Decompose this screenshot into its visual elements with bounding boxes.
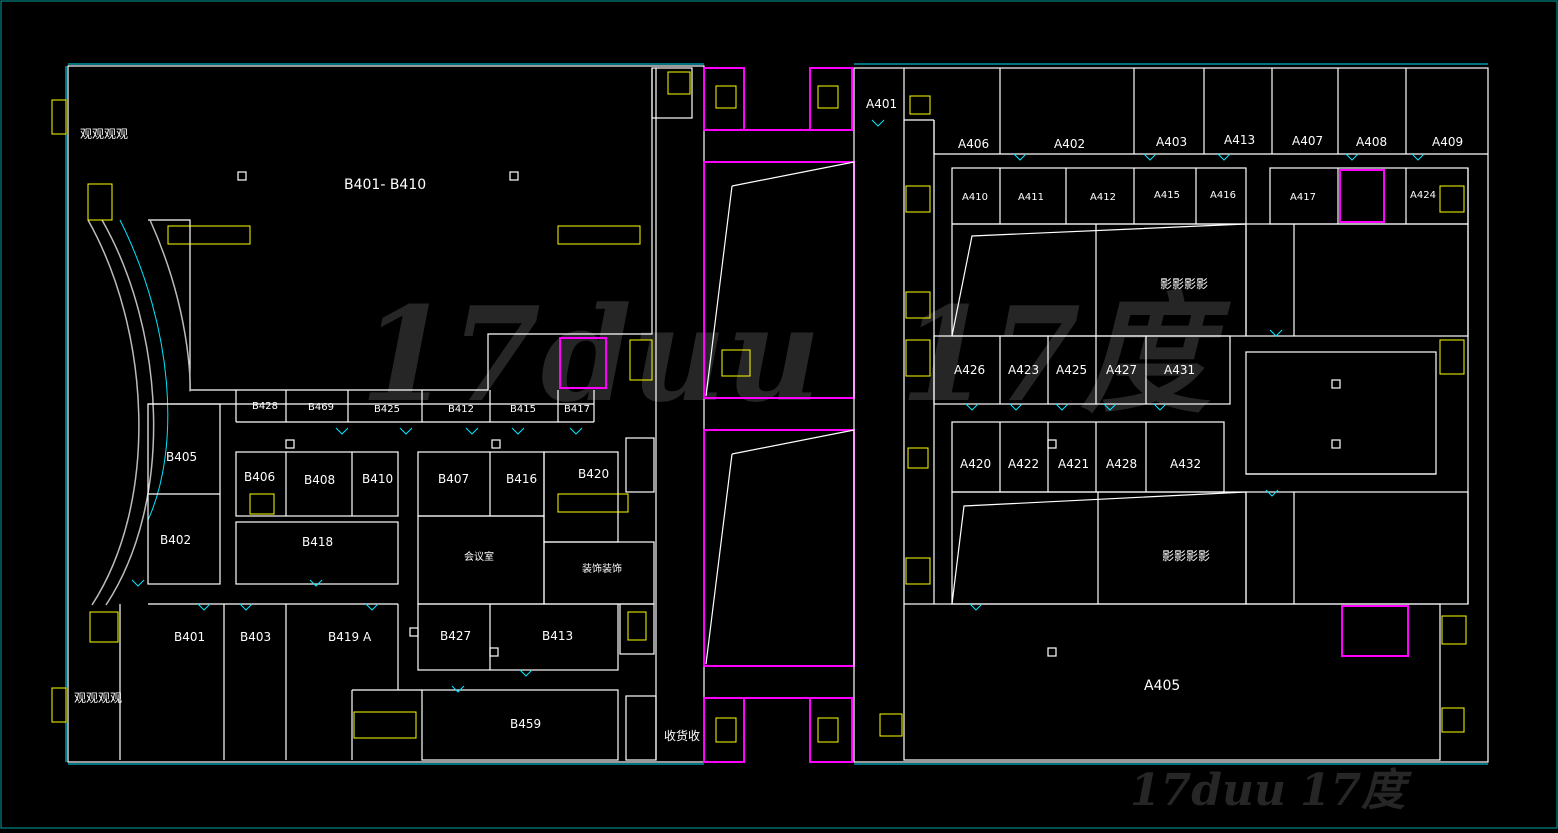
room-b406: B406 — [244, 470, 275, 484]
room-a412: A412 — [1090, 192, 1116, 203]
room-a422: A422 — [1008, 457, 1039, 471]
room-b428: B428 — [252, 401, 278, 412]
watermark-corner: 17duu — [1130, 765, 1286, 816]
room-a407: A407 — [1292, 134, 1323, 148]
room-b418: B418 — [302, 535, 333, 549]
room-a415: A415 — [1154, 190, 1180, 201]
room-a413: A413 — [1224, 133, 1255, 147]
room-a401: A401 — [866, 97, 897, 111]
room-a431: A431 — [1164, 363, 1195, 377]
room-b416: B416 — [506, 472, 537, 486]
room-b427: B427 — [440, 629, 471, 643]
watermark-center: 17duu — [360, 278, 821, 431]
cinema-label-2: 影影影影 — [1162, 549, 1210, 563]
room-b469: B469 — [308, 402, 334, 413]
room-a410: A410 — [962, 192, 988, 203]
room-a423: A423 — [1008, 363, 1039, 377]
room-b420: B420 — [578, 467, 609, 481]
room-b401-b410: B401- B410 — [344, 177, 426, 193]
room-meeting: 会议室 — [464, 550, 494, 563]
room-a409: A409 — [1432, 135, 1463, 149]
right-stairs — [879, 95, 1467, 737]
door-marks — [131, 119, 1425, 693]
room-b410: B410 — [362, 472, 393, 486]
room-a403: A403 — [1156, 135, 1187, 149]
room-b425: B425 — [374, 404, 400, 415]
room-b459: B459 — [510, 717, 541, 731]
room-b419a: B419 A — [328, 630, 372, 644]
room-a427: A427 — [1106, 363, 1137, 377]
room-a402: A402 — [1054, 137, 1085, 151]
room-b413: B413 — [542, 629, 573, 643]
room-a425: A425 — [1056, 363, 1087, 377]
room-b403: B403 — [240, 630, 271, 644]
left-block-walls — [65, 63, 705, 765]
room-a432: A432 — [1170, 457, 1201, 471]
room-b402: B402 — [160, 533, 191, 547]
room-decoration: 装饰装饰 — [582, 562, 622, 575]
room-a408: A408 — [1356, 135, 1387, 149]
room-a428: A428 — [1106, 457, 1137, 471]
room-a417: A417 — [1290, 192, 1316, 203]
room-a416: A416 — [1210, 190, 1236, 201]
room-b415: B415 — [510, 404, 536, 415]
room-a405: A405 — [1144, 678, 1180, 694]
annex-label-bottom: 观观观观 — [74, 691, 122, 705]
right-block-walls — [853, 63, 1489, 765]
cinema-label-1: 影影影影 — [1160, 277, 1208, 291]
room-a426: A426 — [954, 363, 985, 377]
watermark-corner-sub: 17度 — [1300, 765, 1412, 816]
room-a421: A421 — [1058, 457, 1089, 471]
room-a411: A411 — [1018, 192, 1044, 203]
room-a424: A424 — [1410, 190, 1436, 201]
room-b407: B407 — [438, 472, 469, 486]
room-b408: B408 — [304, 473, 335, 487]
room-a406: A406 — [958, 137, 989, 151]
elevator-icons — [237, 171, 1341, 657]
room-b405: B405 — [166, 450, 197, 464]
annex-label-top: 观观观观 — [80, 127, 128, 141]
left-stairs — [51, 71, 691, 739]
room-a420: A420 — [960, 457, 991, 471]
room-b401: B401 — [174, 630, 205, 644]
watermark-center-sub: 17度 — [900, 278, 1231, 431]
room-b412: B412 — [448, 404, 474, 415]
receiving-label: 收货收 — [664, 728, 700, 743]
room-b417: B417 — [564, 404, 590, 415]
